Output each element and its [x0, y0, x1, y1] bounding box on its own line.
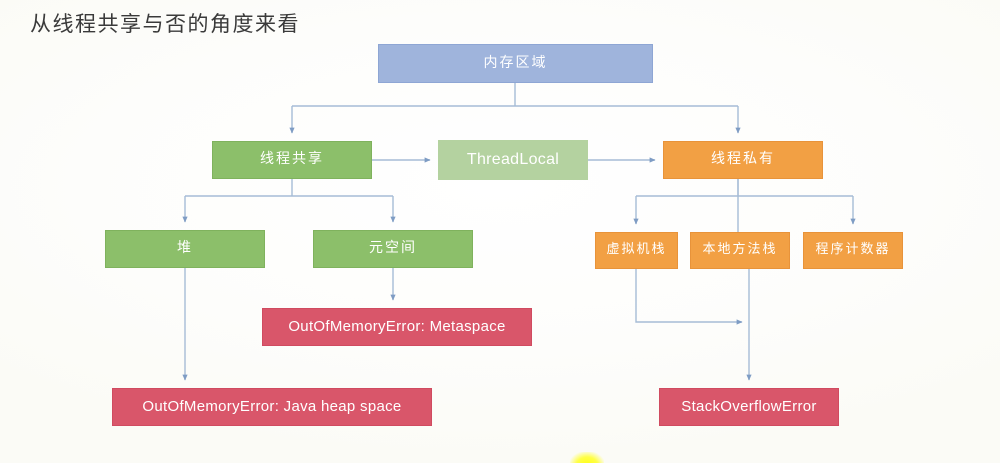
node-metaspace: 元空间	[313, 230, 473, 268]
node-oom-metaspace: OutOfMemoryError: Metaspace	[262, 308, 532, 346]
edge-memory-to-children	[289, 83, 741, 134]
node-pc-register: 程序计数器	[803, 232, 903, 269]
node-vm-stack: 虚拟机栈	[595, 232, 678, 269]
node-thread-shared: 线程共享	[212, 141, 372, 179]
node-threadlocal: ThreadLocal	[438, 140, 588, 180]
edge-private-to-children	[633, 179, 856, 232]
node-heap: 堆	[105, 230, 265, 268]
edge-vmstack-to-join	[635, 269, 743, 325]
node-stack-overflow: StackOverflowError	[659, 388, 839, 426]
node-oom-heap: OutOfMemoryError: Java heap space	[112, 388, 432, 426]
node-memory-area: 内存区域	[378, 44, 653, 83]
highlighter-smudge	[570, 452, 604, 463]
node-native-stack: 本地方法栈	[690, 232, 790, 269]
page-title: 从线程共享与否的角度来看	[30, 12, 300, 36]
node-thread-private: 线程私有	[663, 141, 823, 179]
edge-shared-to-children	[182, 179, 396, 223]
